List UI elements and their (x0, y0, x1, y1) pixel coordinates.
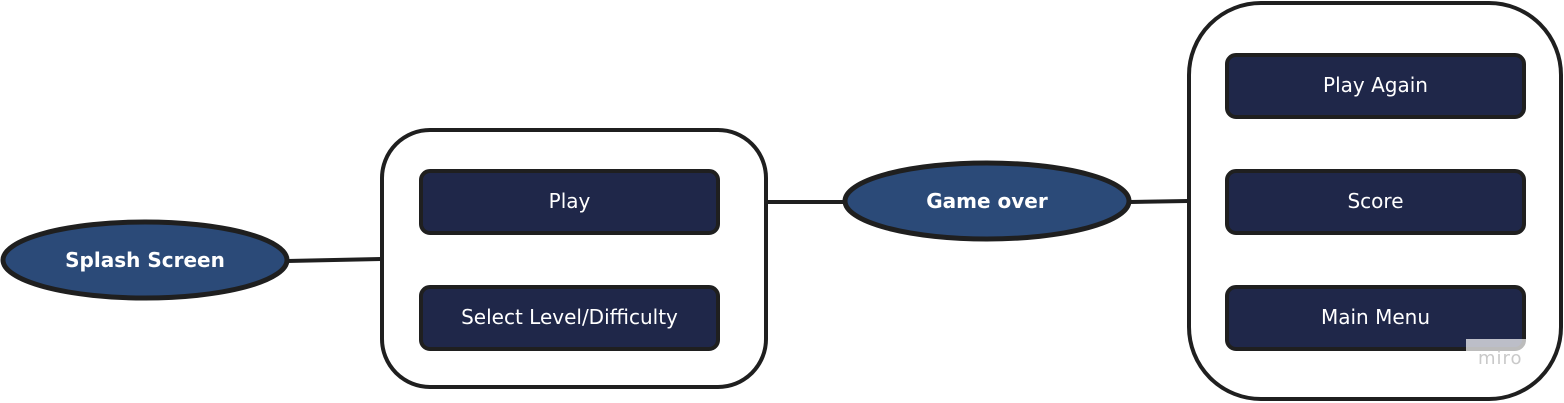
connector-splash-to-menu (286, 257, 382, 263)
splash-screen-label: Splash Screen (65, 248, 225, 272)
play-label: Play (549, 189, 591, 213)
game-over-label: Game over (926, 189, 1048, 213)
main-menu-label: Main Menu (1321, 305, 1430, 329)
select-level-node[interactable]: Select Level/Difficulty (419, 285, 720, 351)
watermark-background (1466, 339, 1528, 369)
score-node[interactable]: Score (1225, 169, 1526, 235)
connector-game-over-to-end-menu (1129, 199, 1189, 204)
score-label: Score (1347, 189, 1403, 213)
game-over-node[interactable]: Game over (842, 160, 1132, 242)
main-menu-node[interactable]: Main Menu (1225, 285, 1526, 351)
miro-watermark: miro (1478, 348, 1523, 369)
select-level-label: Select Level/Difficulty (461, 305, 678, 329)
play-again-node[interactable]: Play Again (1225, 53, 1526, 119)
play-node[interactable]: Play (419, 169, 720, 235)
play-again-label: Play Again (1323, 73, 1428, 97)
splash-screen-node[interactable]: Splash Screen (0, 219, 290, 301)
